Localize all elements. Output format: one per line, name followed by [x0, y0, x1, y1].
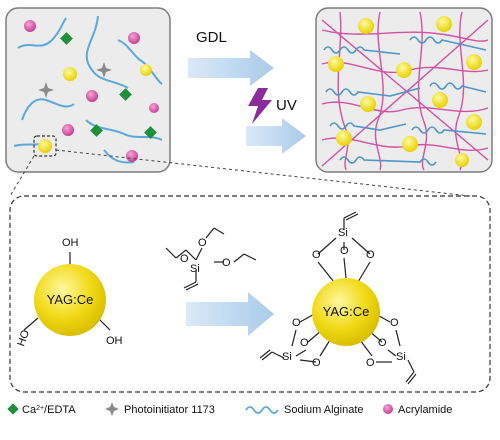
svg-text:Ca2+/EDTA: Ca2+/EDTA [22, 404, 76, 416]
ho-left: HO [15, 328, 32, 348]
legend-item-acrylamide: Acrylamide [383, 404, 452, 416]
legend-item-alginate: Sodium Alginate [245, 404, 364, 416]
silanization-arrow [186, 292, 274, 336]
yag-label-right: YAG:Ce [323, 304, 370, 319]
blue-wave-icon [245, 406, 279, 414]
zoom-highlight-box [33, 135, 57, 157]
uv-lightning-icon [248, 88, 272, 124]
gdl-step: GDL [188, 29, 274, 86]
silane-labels: Si O O O [180, 237, 231, 275]
zoomed-yag-particle [38, 139, 52, 153]
siloxane-bonds [259, 211, 417, 385]
svg-text:O: O [390, 317, 399, 329]
svg-text:O: O [366, 357, 375, 369]
svg-text:O: O [312, 357, 321, 369]
acrylamide-molecules [24, 20, 159, 162]
svg-text:O: O [312, 249, 321, 261]
gdl-arrow [188, 50, 274, 86]
uv-label: UV [276, 97, 297, 114]
silanized-yag-particle: YAG:Ce Si O O O O O O Si O O O Si [259, 211, 417, 385]
legend-item-calcium: Ca2+/EDTA [7, 403, 76, 416]
svg-text:Photoinitiator 1173: Photoinitiator 1173 [124, 404, 215, 416]
svg-text:O: O [300, 337, 309, 349]
zoom-lines [9, 149, 471, 197]
svg-text:Si: Si [190, 263, 200, 275]
svg-text:O: O [366, 249, 375, 261]
photoinitiator-stars [38, 62, 112, 98]
svg-text:O: O [198, 237, 207, 249]
silane-reagent [165, 227, 257, 291]
precursor-panel [5, 7, 171, 173]
hydrogel-panel [315, 7, 493, 173]
svg-text:O: O [292, 317, 301, 329]
gdl-label: GDL [196, 29, 227, 46]
oh-top: OH [62, 237, 79, 249]
yag-core-right [312, 278, 380, 346]
legend-item-photoinitiator: Photoinitiator 1173 [105, 402, 215, 416]
yag-core-left [34, 264, 106, 336]
yag-particles [38, 64, 152, 153]
svg-text:Si: Si [282, 351, 292, 363]
svg-text:O: O [222, 257, 231, 269]
svg-text:Sodium Alginate: Sodium Alginate [284, 404, 364, 416]
zoom-detail-box [9, 195, 491, 393]
hydroxylated-yag-particle: OH HO OH YAG:Ce [15, 237, 122, 348]
magenta-circle-icon [383, 404, 393, 414]
alginate-network [323, 36, 487, 166]
svg-text:Si: Si [396, 351, 406, 363]
svg-text:O: O [378, 337, 387, 349]
svg-text:O: O [180, 253, 189, 265]
oh-right: OH [106, 335, 123, 347]
legend: Ca2+/EDTA Photoinitiator 1173 Sodium Alg… [7, 402, 452, 416]
green-diamond-icon [7, 403, 19, 415]
siloxane-atom-labels: Si O O O O O O Si O O O Si [282, 227, 406, 369]
embedded-yag-particles [328, 16, 482, 167]
svg-text:O: O [340, 245, 349, 257]
gray-star-icon [105, 402, 119, 416]
uv-step: UV [246, 88, 306, 154]
uv-arrow [246, 118, 306, 154]
yag-label-left: YAG:Ce [47, 292, 94, 307]
svg-text:Acrylamide: Acrylamide [398, 404, 452, 416]
svg-text:Si: Si [338, 227, 348, 239]
